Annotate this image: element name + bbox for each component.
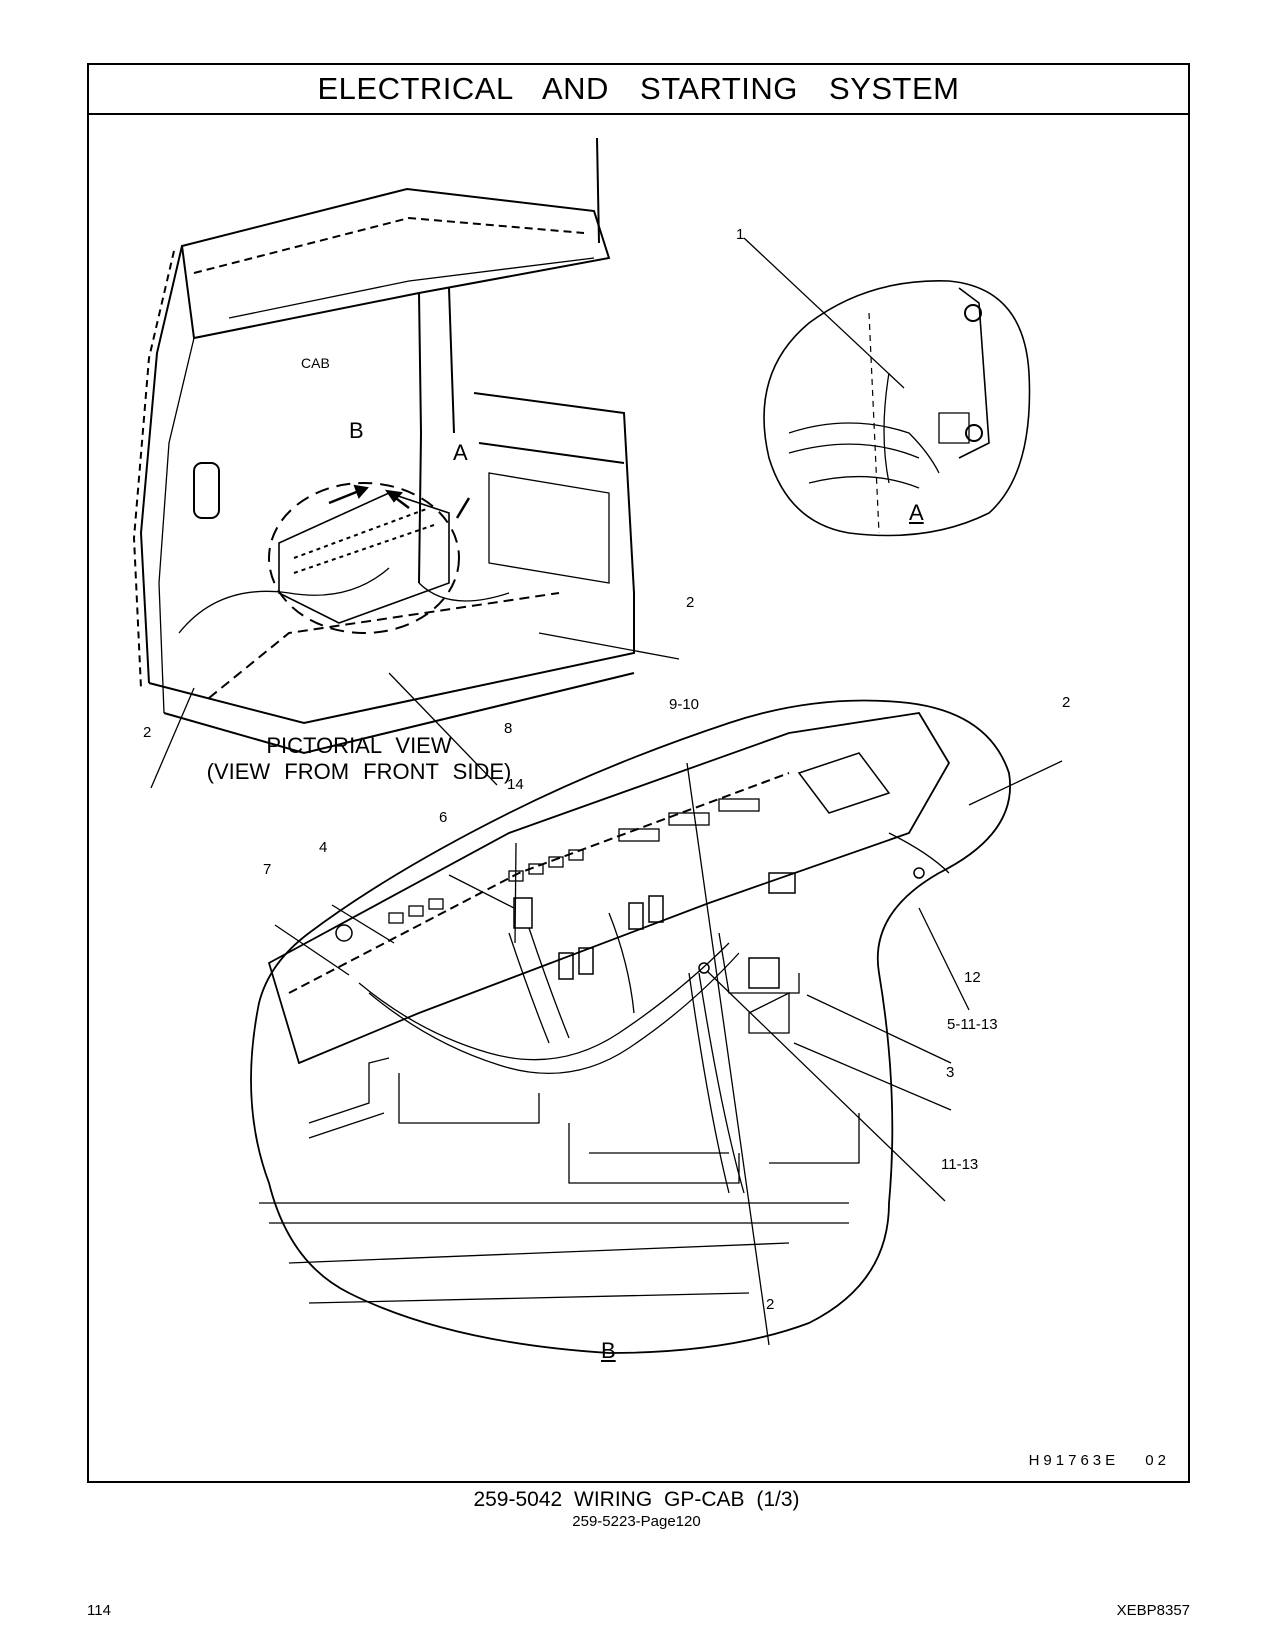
callout-pictorial-8: 8 [504, 720, 513, 737]
pictorial-caption-line1: PICTORIAL VIEW [266, 733, 452, 758]
callout-b-6: 6 [439, 809, 448, 826]
page-number: 114 [87, 1602, 111, 1619]
callout-b-2-bottom: 2 [766, 1296, 775, 1313]
callout-b-7: 7 [263, 861, 272, 878]
callout-b-4: 4 [319, 839, 328, 856]
detail-a-letter: A [909, 500, 924, 525]
callout-b-2-top: 2 [1062, 694, 1071, 711]
callout-pictorial-2b: 2 [143, 724, 152, 741]
callout-b-11-13: 11-13 [941, 1156, 979, 1173]
callout-b-5-11-13: 5-11-13 [947, 1016, 998, 1033]
view-marker-a: A [453, 440, 468, 465]
callout-b-9-10: 9-10 [669, 696, 700, 713]
cab-pictorial-drawing [132, 137, 680, 789]
callout-detail-a-1: 1 [736, 226, 745, 243]
part-title: 259-5042 WIRING GP-CAB (1/3) [473, 1488, 800, 1511]
callout-b-14: 14 [507, 776, 524, 793]
document-code: XEBP8357 [1116, 1602, 1190, 1619]
cab-label: CAB [301, 355, 330, 371]
callout-b-3: 3 [946, 1064, 955, 1081]
view-marker-b: B [349, 418, 364, 443]
wiring-illustration [132, 137, 1063, 1354]
sub-reference: 259-5223-Page120 [572, 1513, 701, 1530]
section-title: ELECTRICAL AND STARTING SYSTEM [89, 65, 1188, 115]
pictorial-caption: PICTORIAL VIEW (VIEW FROM FRONT SIDE) [149, 733, 569, 785]
callout-pictorial-2a: 2 [686, 594, 695, 611]
detail-b-letter: B [601, 1338, 616, 1363]
figure-frame: ELECTRICAL AND STARTING SYSTEM [87, 63, 1190, 1483]
callout-b-12: 12 [964, 969, 981, 986]
detail-b-drawing [250, 699, 1063, 1354]
pictorial-caption-line2: (VIEW FROM FRONT SIDE) [206, 759, 512, 784]
detail-a-drawing [743, 237, 1031, 537]
drawing-id: H91763E 02 [1028, 1452, 1170, 1469]
